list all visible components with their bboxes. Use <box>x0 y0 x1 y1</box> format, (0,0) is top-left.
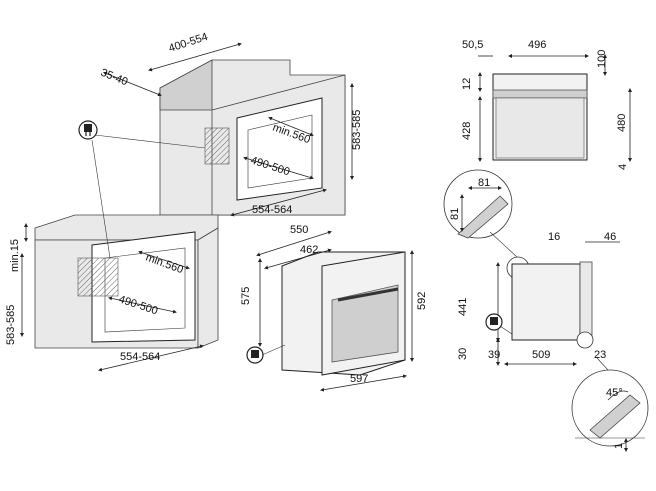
dim-554-564-top: 554-564 <box>252 204 292 216</box>
dim-441: 441 <box>457 298 469 316</box>
dim-428: 428 <box>461 122 473 140</box>
dim-1: 1 <box>613 443 625 449</box>
plug-icon-center <box>246 344 286 364</box>
dim-81-horizontal: 81 <box>478 177 490 189</box>
plug-icon-top <box>78 120 206 259</box>
power-socket-area-top <box>204 127 230 165</box>
dim-81-vertical: 81 <box>449 208 461 220</box>
undercounter-view: min.15 583-585 min.560 490-500 554-564 <box>5 214 219 372</box>
dim-23: 23 <box>594 349 606 361</box>
dim-35-40: 35-40 <box>99 67 130 89</box>
dim-16: 16 <box>548 231 560 243</box>
dim-45-degree: 45° <box>606 387 623 399</box>
dim-597: 597 <box>350 373 368 385</box>
dim-50-5: 50,5 <box>462 39 483 51</box>
dim-583-585-left: 583-585 <box>5 305 17 345</box>
dim-554-564-left: 554-564 <box>120 351 160 363</box>
dim-46: 46 <box>604 231 616 243</box>
dim-509: 509 <box>532 349 550 361</box>
dim-480: 480 <box>616 114 628 132</box>
dim-12: 12 <box>461 78 473 90</box>
dim-39: 39 <box>488 349 500 361</box>
dim-100: 100 <box>596 50 608 68</box>
chamfer-detail: 81 81 <box>443 169 519 259</box>
oven-perspective-view: 550 462 575 592 597 <box>240 224 428 392</box>
dim-550: 550 <box>290 224 308 236</box>
dim-4: 4 <box>617 164 629 170</box>
dim-462: 462 <box>300 244 318 256</box>
dim-575: 575 <box>240 287 252 305</box>
plug-icon-right <box>485 313 513 335</box>
power-socket-area-left <box>77 257 119 297</box>
dim-592: 592 <box>416 292 428 310</box>
front-view: 50,5 496 100 12 428 480 4 <box>461 39 632 170</box>
side-view: 16 46 441 30 39 509 23 <box>457 231 620 366</box>
tall-column-view: 400-554 35-40 583-585 min.560 490-500 55… <box>99 31 363 217</box>
dim-400-554: 400-554 <box>167 31 209 55</box>
angle-detail: 45° 1 <box>571 357 649 452</box>
dim-30: 30 <box>457 348 469 360</box>
dim-583-585-top: 583-585 <box>351 110 363 150</box>
dim-496: 496 <box>528 39 546 51</box>
dim-min15: min.15 <box>9 239 21 272</box>
